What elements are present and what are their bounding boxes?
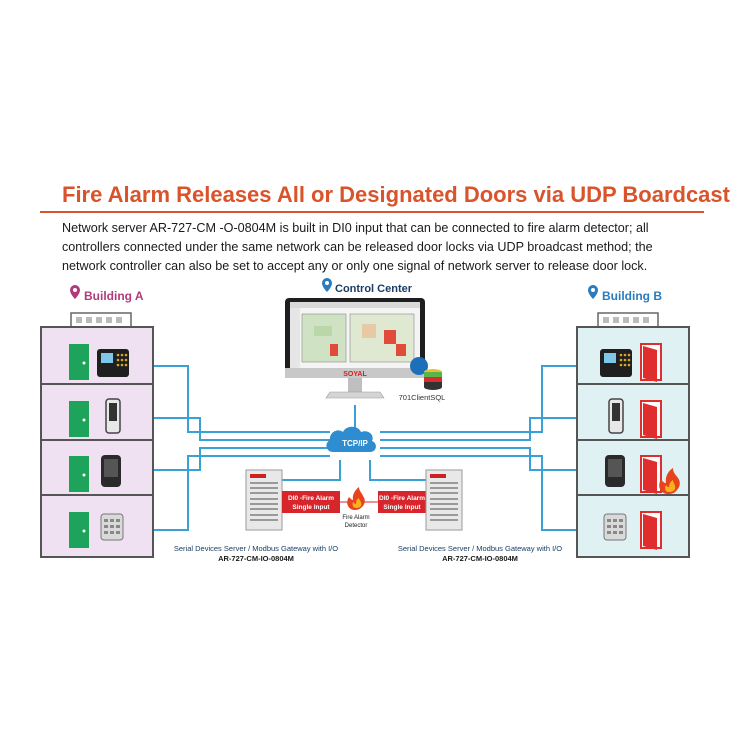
gateway-right-input-2: Single Input: [383, 504, 421, 511]
building-a-label: Building A: [70, 285, 144, 303]
fire-alarm-detector: Fire Alarm Detector: [340, 487, 378, 529]
tcpip-label: TCP/IP: [342, 439, 368, 448]
gateway-right: DI0 -Fire Alarm Single Input Serial Devi…: [378, 469, 562, 563]
page-title: Fire Alarm Releases All or Designated Do…: [62, 182, 730, 207]
building-b-readers: [600, 349, 632, 541]
building-a-title: Building A: [84, 289, 144, 303]
control-center: Control Center SOYAL 701ClientSQL: [285, 278, 445, 402]
fire-detector-label-2: Detector: [345, 523, 368, 529]
building-a-readers: [97, 349, 129, 541]
soyal-brand: SOYAL: [343, 371, 367, 378]
building-b-label: Building B: [588, 285, 662, 303]
database-icon: [410, 357, 442, 390]
gateway-left-model: AR-727-CM-IO-0804M: [218, 554, 294, 563]
building-b: [576, 312, 690, 558]
gateway-right-input-1: DI0 -Fire Alarm: [379, 495, 425, 502]
control-center-title: Control Center: [335, 283, 413, 295]
fire-icon: [347, 487, 365, 510]
fire-detector-label-1: Fire Alarm: [342, 515, 369, 521]
gateway-right-model: AR-727-CM-IO-0804M: [442, 554, 518, 563]
title-divider: [40, 211, 704, 213]
gateway-left-input-1: DI0 -Fire Alarm: [288, 495, 334, 502]
software-label: 701ClientSQL: [399, 393, 446, 402]
building-a-doors: [69, 344, 89, 548]
gateway-right-caption: Serial Devices Server / Modbus Gateway w…: [398, 544, 562, 553]
gateway-left-input-2: Single Input: [292, 504, 330, 511]
tcpip-cloud: TCP/IP: [326, 426, 376, 452]
gateway-left: DI0 -Fire Alarm Single Input Serial Devi…: [174, 469, 340, 563]
building-b-doors: [640, 343, 662, 550]
building-a: [40, 312, 154, 558]
gateway-left-caption: Serial Devices Server / Modbus Gateway w…: [174, 544, 338, 553]
building-b-title: Building B: [602, 289, 662, 303]
page-description: Network server AR-727-CM -O-0804M is bui…: [62, 221, 653, 273]
network-lines: [132, 365, 600, 531]
fire-icon: [659, 468, 680, 494]
